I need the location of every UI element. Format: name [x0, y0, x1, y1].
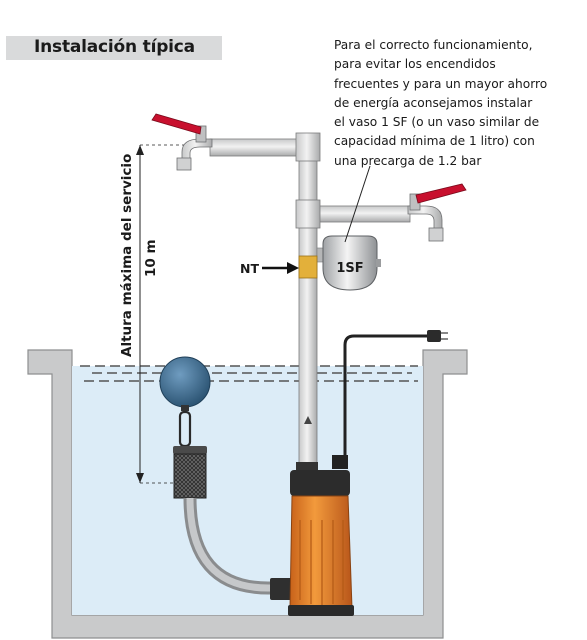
flow-arrow-icon: [304, 416, 312, 424]
height-dimension: Altura máxima del servicio 10 m: [119, 144, 184, 484]
submersible-pump: [288, 455, 354, 616]
cable-gland: [332, 455, 348, 469]
installation-note: Para el correcto funcionamiento, para ev…: [334, 36, 584, 171]
vessel-connector: [316, 247, 324, 263]
pump-top-cap: [290, 470, 350, 496]
tee-fitting: [295, 199, 321, 229]
nt-arrow-icon: [287, 262, 299, 274]
tap-body: [195, 125, 207, 143]
cable: [343, 334, 428, 460]
well-tank: [27, 349, 468, 639]
nt-callout: NT: [240, 261, 299, 276]
arrow-down-icon: [136, 473, 144, 483]
float-ball: [159, 356, 211, 408]
diagram-title: Instalación típica: [34, 37, 195, 57]
pressure-vessel: 1SF: [322, 235, 381, 291]
height-value-label: 10 m: [143, 239, 159, 277]
note-leader-line: [344, 165, 371, 243]
lower-branch-pipe: [311, 205, 411, 223]
valve-handle-icon: [151, 113, 202, 135]
outlet-nut: [296, 462, 318, 470]
arrow-up-icon: [136, 145, 144, 155]
note-line: una precarga de 1.2 bar: [334, 153, 482, 168]
nt-label: NT: [240, 261, 259, 276]
service-height-label: Altura máxima del servicio: [119, 154, 135, 357]
upper-tap: [151, 113, 213, 171]
vessel-label: 1SF: [336, 261, 363, 276]
tap-nozzle: [176, 157, 192, 171]
water-surface: [80, 365, 418, 382]
suction-hose-highlight: [186, 497, 286, 592]
lower-tap: [407, 183, 467, 242]
plug-body: [427, 330, 441, 342]
suction-filter: [173, 446, 207, 499]
upper-branch-pipe: [209, 138, 309, 157]
pipe-system: [209, 132, 411, 471]
float-clip: [181, 405, 189, 411]
note-line: capacidad mínima de 1 litro) con: [334, 134, 535, 149]
valve-handle-icon: [415, 183, 467, 204]
vessel-body: [322, 235, 378, 291]
pump-base: [288, 605, 354, 616]
note-line: de energía aconsejamos instalar: [334, 95, 533, 110]
note-line: para evitar los encendidos: [334, 57, 496, 72]
pump-ribs: [299, 520, 344, 606]
vessel-valve: [376, 259, 381, 267]
title-banner: [6, 36, 222, 60]
note-line: el vaso 1 SF (o un vaso similar de: [334, 115, 540, 130]
filter-cap: [173, 446, 207, 454]
nt-fitting: [298, 255, 318, 279]
water-body: [72, 366, 423, 615]
tap-nozzle: [428, 227, 444, 242]
note-line: frecuentes y para un mayor ahorro: [334, 76, 548, 91]
upper-elbow: [295, 132, 321, 162]
hose-connector: [270, 578, 292, 600]
power-cable: [343, 330, 448, 460]
note-line: Para el correcto funcionamiento,: [334, 38, 533, 52]
filter-mesh: [173, 453, 207, 499]
